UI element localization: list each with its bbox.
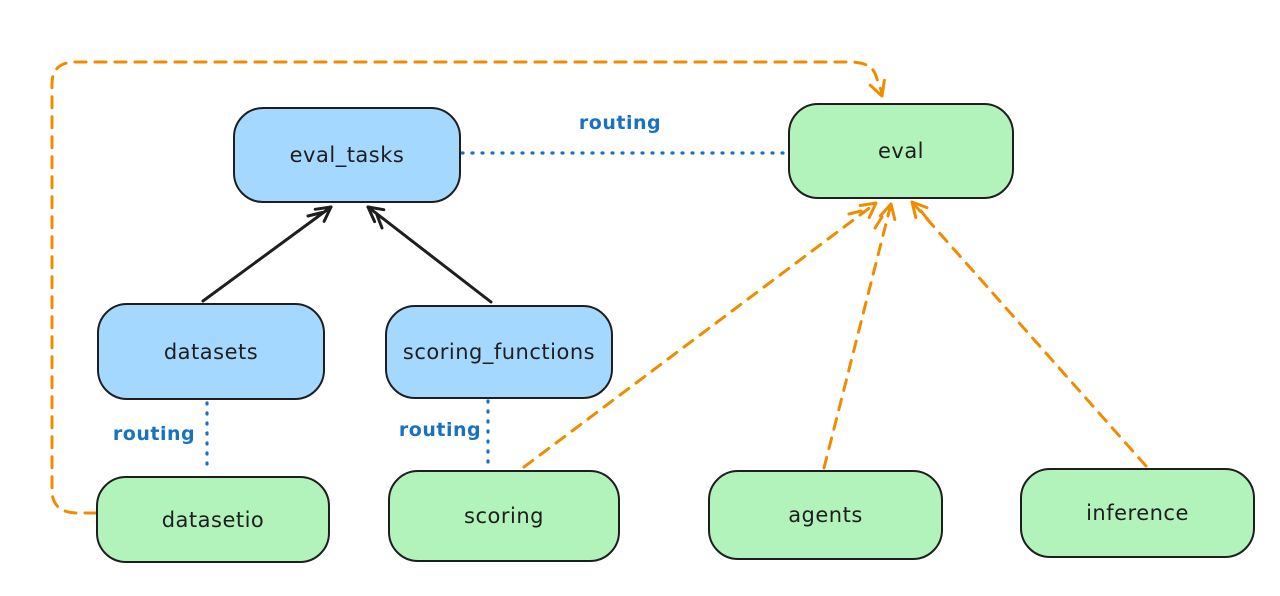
edge-label-routing-scoring-functions-scoring: routing bbox=[398, 419, 482, 441]
edge-scoring-functions-to-eval-tasks bbox=[366, 205, 493, 304]
node-datasetio: datasetio bbox=[96, 476, 330, 563]
node-inference: inference bbox=[1020, 468, 1255, 558]
node-scoring-functions: scoring_functions bbox=[385, 305, 613, 399]
node-datasets-label: datasets bbox=[163, 339, 259, 364]
edge-agents-to-eval bbox=[822, 202, 897, 470]
node-eval-tasks-label: eval_tasks bbox=[289, 143, 405, 167]
node-agents-label: agents bbox=[788, 503, 863, 527]
node-datasetio-label: datasetio bbox=[161, 507, 265, 532]
node-scoring-functions-label: scoring_functions bbox=[402, 340, 596, 364]
edge-scoring-to-eval bbox=[522, 201, 878, 469]
edge-inference-to-eval bbox=[910, 200, 1148, 468]
node-scoring-label: scoring bbox=[464, 504, 544, 528]
node-eval: eval bbox=[788, 103, 1014, 199]
node-datasets: datasets bbox=[97, 303, 325, 400]
node-eval-tasks: eval_tasks bbox=[233, 107, 461, 203]
node-eval-label: eval bbox=[877, 139, 925, 163]
edge-label-routing-datasets-datasetio: routing bbox=[112, 423, 196, 445]
node-inference-label: inference bbox=[1086, 501, 1189, 525]
edge-datasetio-to-eval bbox=[50, 60, 886, 515]
edge-label-routing-eval-tasks-eval: routing bbox=[578, 112, 662, 134]
node-agents: agents bbox=[708, 470, 943, 560]
node-scoring: scoring bbox=[388, 470, 620, 562]
edge-datasets-to-eval-tasks bbox=[201, 205, 333, 303]
